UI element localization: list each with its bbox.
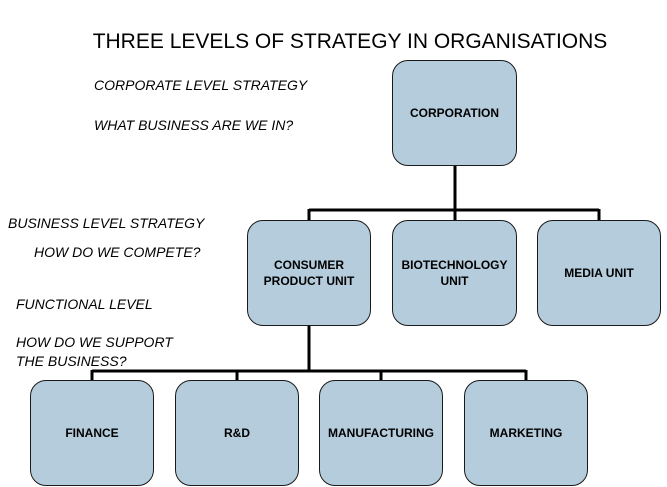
- page-title: THREE LEVELS OF STRATEGY IN ORGANISATION…: [92, 30, 608, 53]
- corporation-label: CORPORATION: [409, 106, 500, 120]
- business-level-label: BUSINESS LEVEL STRATEGY: [8, 215, 205, 231]
- business-question-label: HOW DO WE COMPETE?: [34, 244, 201, 260]
- manufacturing-label: MANUFACTURING: [328, 426, 434, 440]
- finance-label: FINANCE: [65, 426, 119, 440]
- corporate-question-label: WHAT BUSINESS ARE WE IN?: [94, 117, 294, 133]
- biotechnology-unit-box: BIOTECHNOLOGY UNIT: [392, 220, 517, 326]
- rnd-label: R&D: [224, 426, 250, 440]
- finance-box: FINANCE: [30, 380, 154, 486]
- media-unit-label: MEDIA UNIT: [564, 266, 634, 280]
- media-unit-box: MEDIA UNIT: [537, 220, 661, 326]
- functional-level-label: FUNCTIONAL LEVEL: [16, 296, 153, 312]
- functional-question-label: HOW DO WE SUPPORT THE BUSINESS?: [16, 334, 173, 369]
- rnd-box: R&D: [175, 380, 299, 486]
- manufacturing-box: MANUFACTURING: [319, 380, 443, 486]
- marketing-label: MARKETING: [489, 426, 563, 440]
- marketing-box: MARKETING: [464, 380, 588, 486]
- corporate-level-label: CORPORATE LEVEL STRATEGY: [94, 77, 308, 93]
- consumer-product-unit-box: CONSUMER PRODUCT UNIT: [247, 220, 371, 326]
- consumer-product-unit-label: CONSUMER PRODUCT UNIT: [263, 258, 355, 288]
- corporation-box: CORPORATION: [392, 60, 517, 166]
- biotechnology-unit-label: BIOTECHNOLOGY UNIT: [401, 258, 508, 288]
